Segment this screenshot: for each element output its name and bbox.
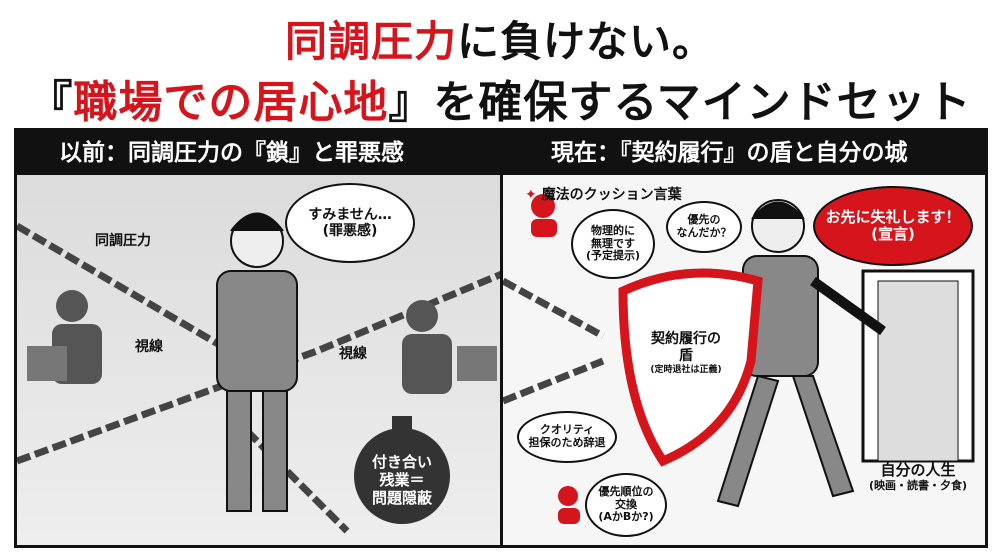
apology-bubble: すみません…(罪悪感)	[285, 183, 415, 263]
shield-line: 盾	[679, 347, 693, 364]
weight-line: 問題隠蔽	[371, 489, 432, 507]
bubble-declare: お先に失礼します！(宣言)	[813, 186, 973, 266]
bubble-text: (予定提示)	[585, 249, 641, 263]
title-highlight: 同調圧力	[284, 17, 457, 66]
label-pressure: 同調圧力	[95, 233, 151, 249]
title-line-2: 『職場での居心地』を確保するマインドセット	[0, 66, 1000, 130]
bubble-text: (罪悪感)	[322, 223, 378, 239]
life-label: 自分の人生(映画・読書・夕食)	[853, 461, 983, 492]
bubble-text: 無理です	[591, 236, 635, 250]
label-gaze-right: 視線	[339, 346, 367, 362]
shield-icon	[618, 268, 763, 467]
exclaim-person-icon	[531, 194, 557, 237]
weight-line: 付き合い	[371, 453, 432, 471]
before-heading: 以前：同調圧力の『鎖』と罪悪感	[17, 131, 503, 175]
life-sub: (映画・読書・夕食)	[868, 479, 968, 492]
bubble-priority: 優先のなんだか？	[666, 201, 742, 253]
bubble-text: なんだか？	[676, 226, 732, 239]
bubble-quality: クオリティ担保のため辞退	[517, 411, 617, 463]
bubble-text: (宣言)	[871, 225, 915, 243]
bubble-physical: 物理的に無理です(予定提示)	[571, 209, 655, 279]
after-heading: 現在：『契約履行』の盾と自分の城	[503, 131, 985, 175]
life-title: 自分の人生	[880, 461, 956, 479]
before-panel: 以前：同調圧力の『鎖』と罪悪感 同調圧力 視線 視線 すみません…(罪悪感) 付…	[14, 128, 506, 548]
bubble-text: 物理的に	[591, 224, 635, 238]
broken-chain-icon	[503, 277, 605, 405]
bubble-text: すみません…	[308, 206, 392, 223]
weight-ball-icon	[354, 416, 450, 524]
bubble-text: 交換	[615, 497, 637, 511]
bubble-text: 担保のため辞退	[528, 436, 606, 449]
before-illustration	[17, 212, 503, 534]
bracket: 『	[28, 77, 74, 128]
weight-text: 付き合い残業＝問題隠蔽	[362, 453, 442, 507]
title-text: に負けない。	[457, 17, 716, 66]
bubble-text: お先に失礼します！	[825, 207, 961, 226]
weight-line: 残業＝	[379, 471, 425, 489]
question-person-icon	[558, 486, 580, 524]
bubble-text: (AかBか?)	[598, 510, 654, 524]
coworker-right	[402, 300, 497, 394]
shield-text: 契約履行の盾(定時退社は正義)	[631, 331, 741, 375]
bracket: 』	[388, 77, 434, 128]
bubble-text: 優先順位の	[598, 485, 654, 499]
label-gaze-left: 視線	[135, 339, 163, 355]
worried-man	[216, 212, 298, 512]
after-illustration	[503, 194, 975, 524]
shield-line: (定時退社は正義)	[650, 364, 722, 375]
bubble-swap: 優先順位の交換(AかBか?)	[585, 473, 667, 537]
shield-line: 契約履行の	[651, 331, 721, 347]
title-highlight: 職場での居心地	[73, 77, 389, 128]
title-line-1: 同調圧力に負けない。	[0, 8, 1000, 69]
cushion-title: ✦ 魔法のクッション言葉	[525, 187, 682, 204]
after-panel: 現在：『契約履行』の盾と自分の城 ✦ 魔法のクッション言葉 物理的に無理です(予…	[500, 128, 988, 548]
cushion-title-text: 魔法のクッション言葉	[541, 187, 682, 203]
bubble-text: クオリティ	[539, 423, 595, 437]
bubble-text: 優先の	[687, 213, 721, 227]
sparkle-icon: ✦	[525, 187, 542, 203]
door-icon	[861, 269, 975, 463]
title-text: を確保するマインドセット	[433, 77, 972, 128]
coworker-left	[27, 290, 102, 384]
